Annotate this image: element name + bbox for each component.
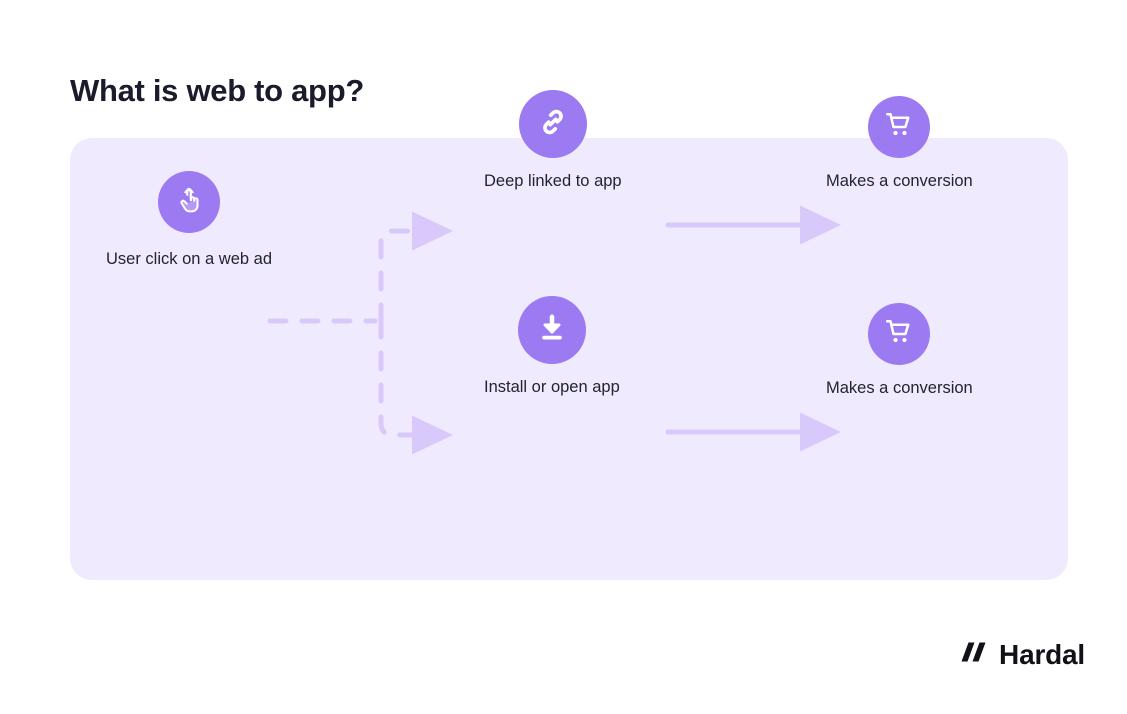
diagram-panel: User click on a web ad Deep linked to ap… <box>70 90 1068 580</box>
node-deep-link[interactable]: Deep linked to app <box>484 90 622 191</box>
node-conversion-top[interactable]: Makes a conversion <box>826 96 973 191</box>
node-conversion-top-circle <box>868 96 931 158</box>
node-install-open-label: Install or open app <box>484 378 620 396</box>
diagram-connectors <box>267 205 841 455</box>
node-conversion-top-label: Makes a conversion <box>826 172 973 190</box>
node-conversion-bottom-label: Makes a conversion <box>826 379 973 397</box>
brand-name: Hardal <box>999 638 1085 670</box>
connector-branch-to-install <box>378 318 453 455</box>
link-chain-icon <box>536 105 570 144</box>
node-conversion-bottom-circle <box>868 303 931 365</box>
node-user-click-circle <box>158 171 220 233</box>
page-title: What is web to app? <box>70 72 364 108</box>
node-deep-link-label: Deep linked to app <box>484 172 622 190</box>
shopping-cart-icon <box>884 110 914 145</box>
download-icon <box>536 312 568 349</box>
node-install-open[interactable]: Install or open app <box>484 296 620 397</box>
node-install-open-circle <box>517 296 586 364</box>
connector-branch-to-deep-link <box>378 211 453 324</box>
brand-logo-lockup: Hardal <box>956 638 1085 671</box>
node-conversion-bottom[interactable]: Makes a conversion <box>826 303 973 398</box>
node-user-click-label: User click on a web ad <box>106 250 272 268</box>
node-deep-link-circle <box>518 90 587 158</box>
shopping-cart-icon <box>884 317 914 352</box>
hardal-slashes-logo <box>956 638 988 671</box>
node-user-click[interactable]: User click on a web ad <box>106 171 272 269</box>
tap-hand-icon <box>173 184 205 221</box>
